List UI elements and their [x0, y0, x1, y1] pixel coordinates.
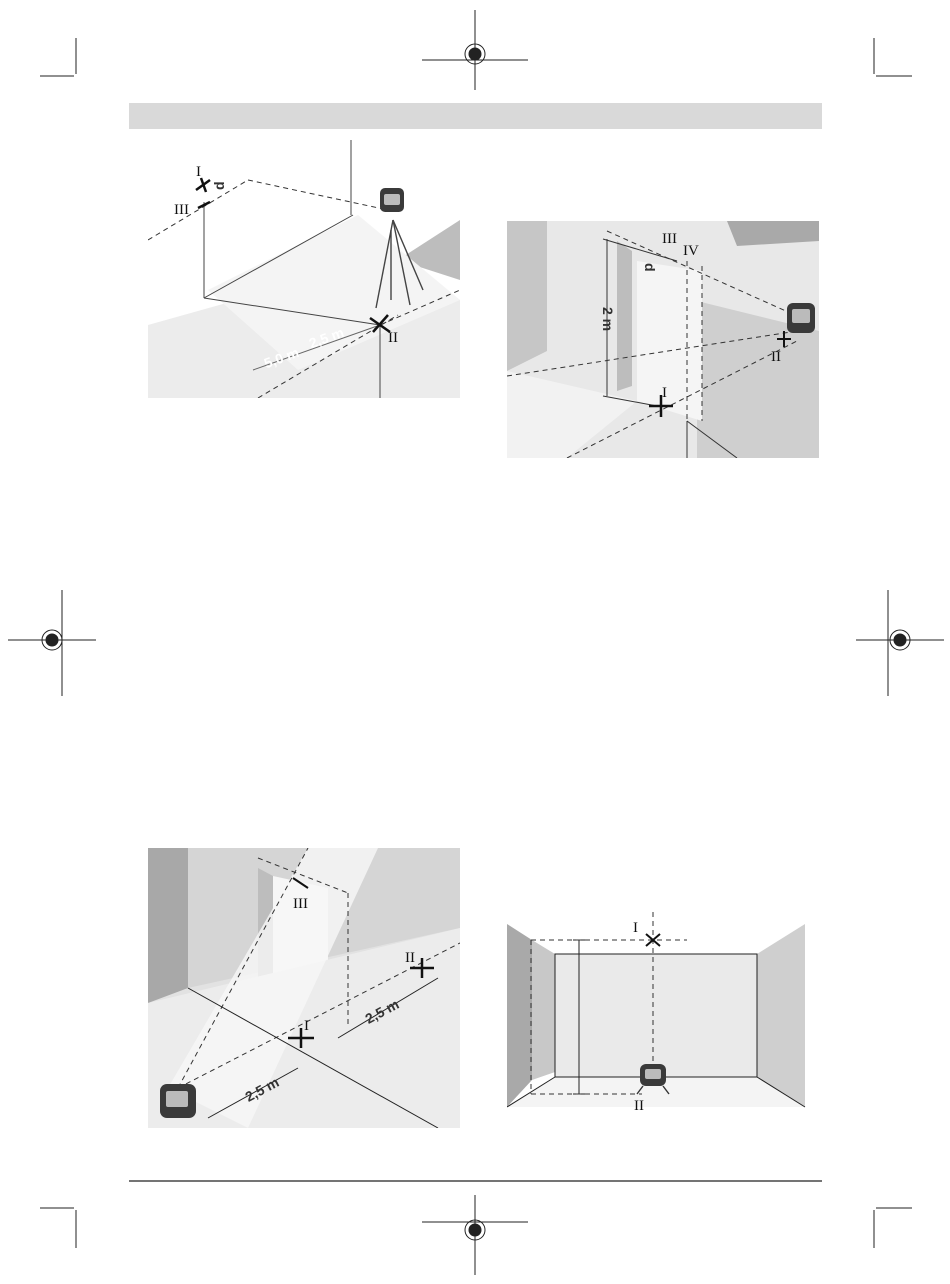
label-II: II: [634, 1098, 644, 1114]
door-frame: [617, 241, 632, 391]
label-III: III: [174, 202, 189, 218]
label-d: d: [642, 263, 658, 272]
laser-device-icon: [380, 188, 404, 212]
label-I: I: [196, 164, 201, 180]
label-I: I: [304, 1018, 309, 1034]
label-II: II: [388, 330, 398, 346]
left-wall: [148, 848, 188, 1003]
figure-1-drawing: I III II d 2,5 m 5,0 m: [148, 140, 460, 398]
figure-3: III I II 2,5 m 2,5 m: [148, 848, 460, 1128]
label-I: I: [662, 385, 667, 401]
label-I: I: [633, 920, 638, 936]
label-II: II: [405, 950, 415, 966]
header-band: [129, 103, 822, 129]
figure-3-drawing: III I II 2,5 m 2,5 m: [148, 848, 460, 1128]
door-opening: [637, 261, 702, 421]
label-II: II: [771, 349, 781, 365]
figure-2-drawing: III IV I II d 2 m: [507, 221, 819, 458]
label-III: III: [662, 231, 677, 247]
left-wall: [507, 221, 547, 371]
back-wall: [555, 954, 757, 1077]
figure-4: I II: [507, 912, 807, 1122]
laser-device-icon: [160, 1084, 196, 1118]
left-wall-inner: [532, 940, 555, 1080]
label-d: d: [211, 181, 227, 190]
label-2m: 2 m: [600, 307, 616, 331]
figure-1: I III II d 2,5 m 5,0 m: [148, 140, 460, 398]
laser-device-icon: [787, 303, 815, 333]
right-wall: [757, 924, 805, 1107]
label-III: III: [293, 896, 308, 912]
label-IV: IV: [683, 243, 699, 259]
figure-2: III IV I II d 2 m: [507, 221, 819, 458]
left-wall-outer: [507, 924, 532, 1107]
figure-4-drawing: I II: [507, 912, 807, 1122]
